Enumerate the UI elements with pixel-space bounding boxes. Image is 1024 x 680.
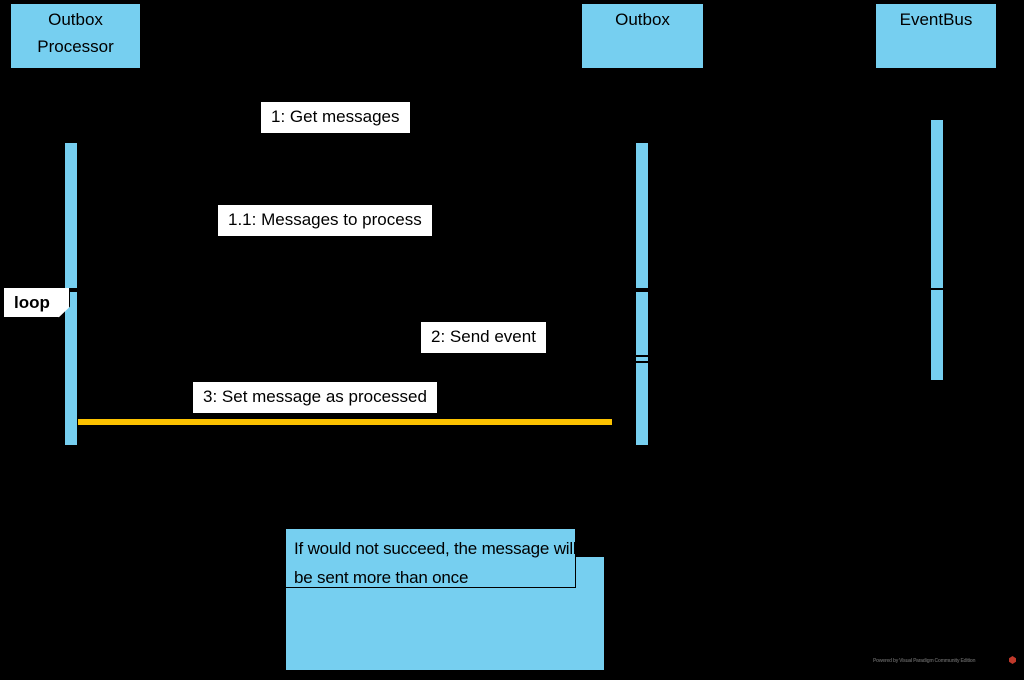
watermark-label: Powered by Visual Paradigm Community Edi…: [873, 658, 976, 664]
watermark-logo-icon: [1009, 656, 1016, 664]
loop-fragment-frame: [4, 288, 1020, 676]
activation-bar-outbox-2: [635, 291, 649, 356]
lifeline-name-line1: Outbox: [615, 10, 670, 29]
note-body-upper: [285, 528, 576, 588]
message-line-3: [78, 419, 612, 425]
activation-bar-outbox-1: [635, 142, 649, 291]
lifeline-name-line1: EventBus: [899, 10, 973, 29]
message-line-1-1: [78, 241, 631, 243]
message-label-3[interactable]: 3: Set message as processed: [193, 382, 437, 413]
lifeline-name-line1: Outbox: [48, 10, 103, 29]
lifeline-name-line2: Processor: [37, 37, 114, 56]
message-label-1[interactable]: 1: Get messages: [261, 102, 410, 133]
lifeline-header-outbox[interactable]: Outbox: [580, 2, 705, 70]
message-line-1: [78, 141, 631, 143]
message-label-1-1[interactable]: 1.1: Messages to process: [218, 205, 432, 236]
note-text: If would not succeed, the message will b…: [294, 539, 577, 587]
activation-bar-outbox-3: [635, 356, 649, 446]
message-line-2: [78, 361, 926, 363]
lifeline-header-eventbus[interactable]: EventBus: [874, 2, 998, 70]
message-label-2[interactable]: 2: Send event: [421, 322, 546, 353]
lifeline-header-outbox-processor[interactable]: Outbox Processor: [9, 2, 142, 70]
activation-bar-eventbus: [930, 119, 944, 381]
activation-bar-outbox-processor-2: [64, 291, 78, 446]
loop-fragment-operator-label: loop: [14, 293, 50, 312]
activation-bar-outbox-processor-1: [64, 142, 78, 291]
loop-fragment-operator-tab: loop: [4, 288, 70, 318]
